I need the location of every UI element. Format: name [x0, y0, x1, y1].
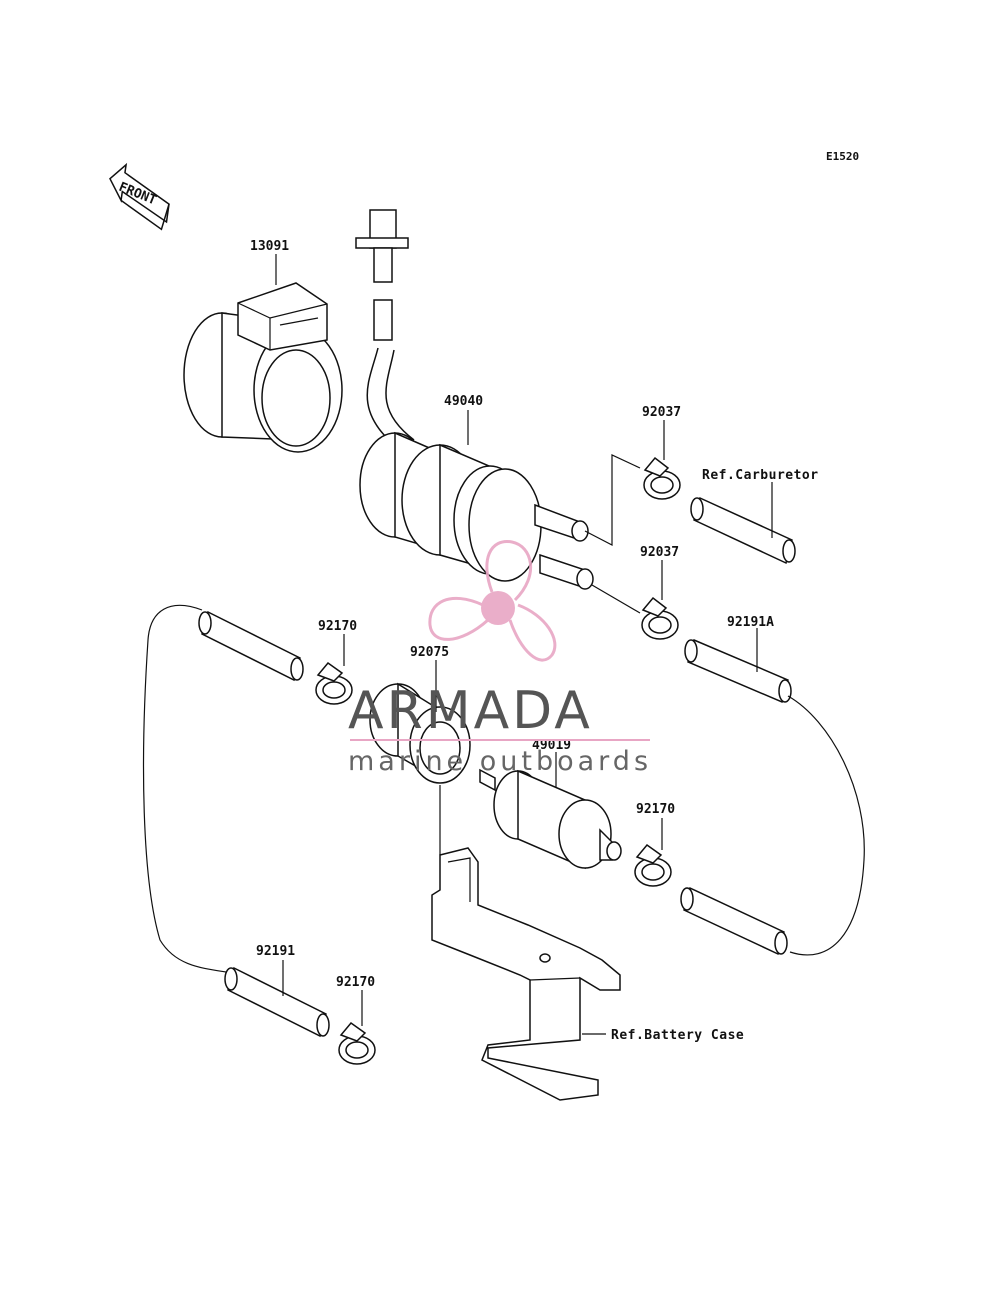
part-92191-hose: [224, 966, 330, 1038]
label-49040: 49040: [444, 394, 483, 409]
label-49019: 49019: [532, 738, 571, 753]
diagram-code: E1520: [826, 150, 859, 163]
watermark-subtitle: marine outboards: [348, 746, 652, 777]
right-lower-hose: [680, 886, 788, 956]
part-92170-clamp-c: [338, 1021, 376, 1065]
label-92037-lower: 92037: [640, 545, 679, 560]
part-92037-clamp-lower: [641, 596, 679, 640]
ref-carburetor-label: Ref.Carburetor: [702, 468, 819, 483]
propeller-logo-icon: [428, 540, 557, 662]
part-92191A-hose: [684, 638, 792, 704]
label-92191A: 92191A: [727, 615, 774, 630]
part-92170-clamp-b: [634, 843, 672, 887]
hose-route-right: [787, 695, 865, 956]
part-92170-clamp-a: [315, 661, 353, 705]
part-92037-clamp-upper: [643, 456, 681, 500]
part-92075-holder: [369, 682, 471, 784]
label-92170-b: 92170: [636, 802, 675, 817]
part-49019-fuel-filter: [479, 768, 622, 870]
part-13091-band: [183, 282, 343, 453]
label-92075: 92075: [410, 645, 449, 660]
label-13091: 13091: [250, 239, 289, 254]
left-upper-hose: [198, 610, 304, 682]
label-92191: 92191: [256, 944, 295, 959]
pump-connector: [355, 209, 415, 451]
front-arrow-icon: FRONT: [109, 162, 170, 231]
label-92037-upper: 92037: [642, 405, 681, 420]
label-92170-c: 92170: [336, 975, 375, 990]
path-outlet-lower: [591, 584, 641, 614]
carburetor-hose: [690, 496, 796, 565]
battery-case-bracket: [431, 785, 621, 1101]
label-92170-a: 92170: [318, 619, 357, 634]
part-49040-fuel-pump: [359, 431, 594, 590]
path-outlet-upper: [584, 454, 641, 546]
hose-route-left: [142, 604, 227, 973]
watermark-title: ARMADA: [348, 681, 593, 741]
ref-battery-case-label: Ref.Battery Case: [611, 1028, 744, 1043]
